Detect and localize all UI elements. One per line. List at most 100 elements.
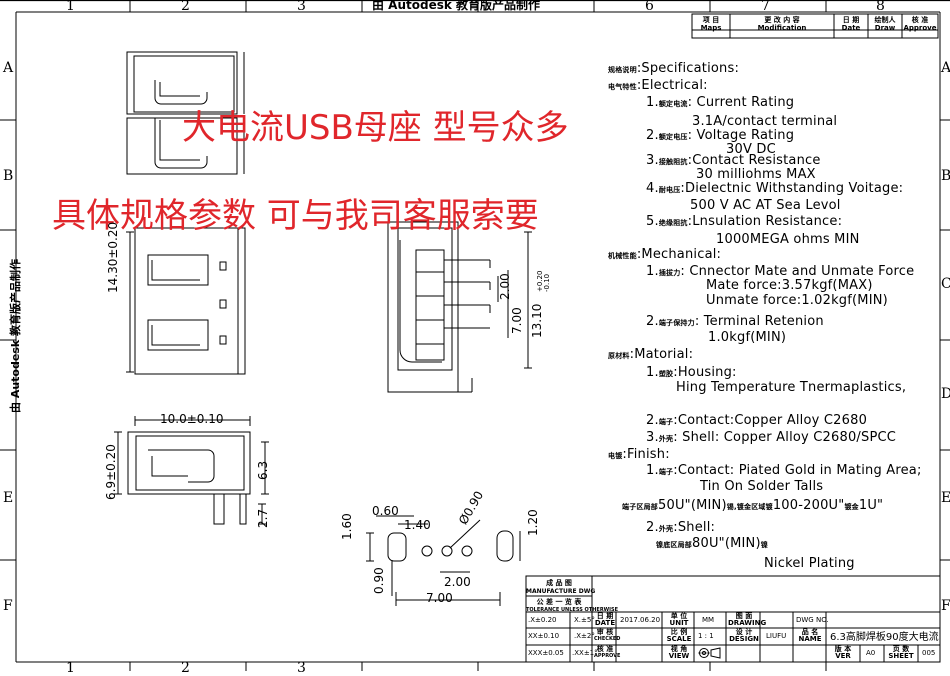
dim-fp-1-40: 1.40 bbox=[404, 518, 431, 532]
spec-e1: 1.额定电流: Current Rating bbox=[646, 95, 795, 110]
autodesk-side-title: 由 Autodesk 教育版产品制作 bbox=[9, 258, 22, 413]
spec-e5: 5.绝缘阻抗:Lnsulation Resistance: bbox=[646, 214, 843, 229]
tb-sheet-value: 005 bbox=[922, 649, 936, 657]
spec-mat1: 1.塑胶:Housing: bbox=[646, 365, 737, 380]
zone-col-1-bottom: 1 bbox=[66, 660, 75, 676]
zone-row-a: A bbox=[3, 60, 14, 76]
tb-scale-value: 1 : 1 bbox=[698, 632, 714, 640]
tb-name-value: 6.3高脚焊板90度大电流 bbox=[830, 632, 939, 643]
zone-row-e-right: E bbox=[941, 490, 950, 506]
tb-tol-lin-1: XX±0.10 bbox=[528, 632, 560, 640]
zone-col-3: 3 bbox=[297, 0, 306, 14]
spec-e1-value: 3.1A/contact terminal bbox=[692, 114, 838, 129]
spec-m2-value: 1.0kgf(MIN) bbox=[708, 330, 787, 345]
spec-mat1-value: Hing Temperature Tnermaplastics, bbox=[676, 380, 907, 395]
zone-col-7: 7 bbox=[761, 0, 770, 14]
spec-mat2: 2.端子:Contact:Copper Alloy C2680 bbox=[646, 413, 868, 428]
dim-height-side: 6.9±0.20 bbox=[104, 444, 118, 500]
zone-col-1: 1 bbox=[66, 0, 75, 14]
spec-finish: 电镀:Finish: bbox=[608, 447, 670, 462]
tb-unit-value: MM bbox=[702, 616, 715, 624]
spec-m1-v1: Mate force:3.57kgf(MAX) bbox=[706, 278, 873, 293]
dim-side-13-10-tol-dn: -0.10 bbox=[543, 273, 551, 292]
zone-col-6: 6 bbox=[645, 0, 654, 14]
dim-side-7-00: 7.00 bbox=[510, 307, 524, 334]
dim-side-13-10: 13.10 bbox=[530, 303, 544, 338]
spec-e3: 3.接触阻抗:Contact Resistance bbox=[646, 153, 821, 168]
spec-m1-v2: Unmate force:1.02kgf(MIN) bbox=[706, 293, 888, 308]
spec-e4: 4.耐电压:Dielectnic Withstanding Voitage: bbox=[646, 181, 904, 196]
dim-fp-0-90: 0.90 bbox=[372, 567, 386, 594]
zone-row-c-right: C bbox=[941, 276, 950, 292]
dim-fp-1-60: 1.60 bbox=[340, 513, 354, 540]
dim-fp-2-00: 2.00 bbox=[444, 575, 471, 589]
spec-title: 规格说明:Specifications: bbox=[608, 61, 740, 76]
dim-fp-1-20: 1.20 bbox=[526, 509, 540, 536]
dim-side-2-00: 2.00 bbox=[498, 273, 512, 300]
zone-col-3-bottom: 3 bbox=[297, 660, 306, 676]
promo-line-2: 具体规格参数 可与我司客服索要 bbox=[52, 196, 539, 236]
dim-fp-7-00: 7.00 bbox=[426, 591, 453, 605]
tb-tol-ang-0: X.±5° bbox=[574, 616, 595, 624]
spec-e3-value: 30 milliohms MAX bbox=[696, 167, 816, 182]
autodesk-top-title: 由 Autodesk 教育版产品制作 bbox=[372, 0, 541, 12]
spec-f2: 2.外壳:Shell: bbox=[646, 520, 716, 535]
tb-dwgno-label: DWG NO. bbox=[796, 616, 829, 624]
spec-m1: 1.插拔力: Cnnector Mate and Unmate Force bbox=[646, 264, 915, 279]
spec-e5-value: 1000MEGA ohms MIN bbox=[716, 232, 860, 247]
spec-f1-value: Tin On Solder Talls bbox=[700, 479, 824, 494]
zone-row-d-right: D bbox=[941, 386, 950, 402]
spec-f1-note: 端子区局部50U"(MIN)锡,镀金区域镀100-200U"镀金1U" bbox=[622, 498, 884, 513]
projection-view-icon bbox=[698, 647, 721, 659]
tb-ver-value: A0 bbox=[866, 649, 876, 657]
zone-col-2: 2 bbox=[181, 0, 190, 14]
zone-row-f-right: F bbox=[941, 598, 950, 614]
tb-tol-lin-2: XXX±0.05 bbox=[528, 649, 564, 657]
zone-row-f: F bbox=[3, 598, 13, 614]
zone-row-b-right: B bbox=[941, 168, 950, 184]
spec-material: 原材料:Matorial: bbox=[608, 347, 694, 362]
zone-row-a-right: A bbox=[941, 60, 950, 76]
tb-tol-ang-1: .X±2° bbox=[574, 632, 595, 640]
spec-f1: 1.端子:Contact: Piated Gold in Mating Area… bbox=[646, 463, 922, 478]
spec-e2-value: 30V DC bbox=[726, 142, 776, 157]
tb-date-value: 2017.06.20 bbox=[620, 616, 661, 624]
spec-mat3: 3.外壳: Shell: Copper Alloy C2680/SPCC bbox=[646, 430, 897, 445]
zone-row-e: E bbox=[3, 490, 14, 506]
spec-f3: Nickel Plating bbox=[764, 556, 855, 571]
dim-6-3: 6.3 bbox=[256, 460, 270, 480]
tb-tol-ang-2: .XX±1° bbox=[572, 649, 598, 657]
dim-fp-0-60: 0.60 bbox=[372, 504, 399, 518]
tb-design-value: LIUFU bbox=[766, 632, 787, 640]
spec-f2-note: 镍底区局部80U"(MIN)镍 bbox=[656, 536, 768, 551]
spec-e2: 2.额定电压: Voltage Rating bbox=[646, 128, 795, 143]
spec-electrical: 电气特性:Electrical: bbox=[608, 78, 708, 93]
promo-line-1: 大电流USB母座 型号众多 bbox=[182, 108, 569, 148]
dim-height-front: 14.30±0.20 bbox=[106, 221, 120, 293]
zone-col-8: 8 bbox=[876, 0, 885, 14]
spec-mechanical: 机械性能:Mechanical: bbox=[608, 247, 722, 262]
zone-col-2-bottom: 2 bbox=[181, 660, 190, 676]
zone-row-b: B bbox=[3, 168, 14, 184]
dim-2-7: 2.7 bbox=[256, 508, 270, 528]
